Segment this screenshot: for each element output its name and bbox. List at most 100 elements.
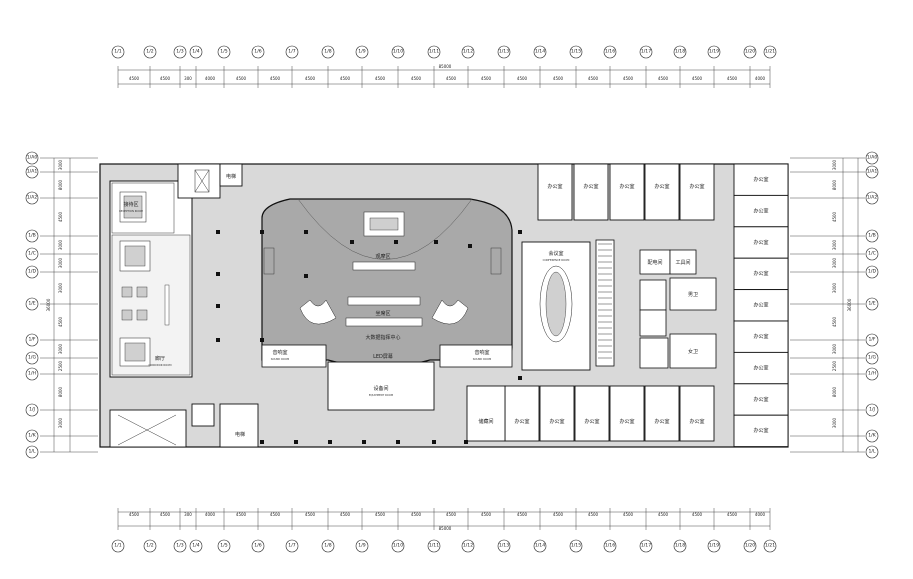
grid-label: 1/4	[192, 543, 199, 549]
grid-bubble: 1/L	[865, 445, 879, 459]
dimension-label: 4500	[658, 76, 669, 81]
grid-bubble: 1/A2	[25, 191, 39, 205]
grid-bubble: 1/5	[217, 539, 231, 553]
grid-bubble: 1/F	[25, 333, 39, 347]
office-room: 办公室	[733, 320, 789, 353]
grid-bubble: 1/D	[865, 265, 879, 279]
office-room: 办公室	[733, 163, 789, 196]
office-label: 办公室	[584, 418, 599, 425]
grid-bubble: 1/14	[533, 45, 547, 59]
grid-bubble: 1/12	[461, 45, 475, 59]
side-dimension-lines: 36000 36000	[46, 158, 859, 452]
grid-label: 1/G	[28, 355, 36, 361]
grid-bubble: 1/H	[25, 367, 39, 381]
dimension-label: 4500	[446, 76, 457, 81]
grid-label: 1/D	[868, 269, 876, 275]
dimension-label: 8000	[58, 179, 63, 190]
command-center: 观摩区 坐席区 大数据指挥中心 LED屏幕	[261, 198, 513, 369]
dimension-label: 4500	[270, 512, 281, 517]
dimension-label: 3000	[58, 417, 63, 428]
grid-label: 1/2	[146, 49, 153, 55]
right-grid-bubbles: 1/A01/A11/A21/B1/C1/D1/E1/F1/G1/H1/J1/K1…	[865, 151, 879, 459]
grid-label: 1/9	[358, 49, 365, 55]
dimension-label: 4500	[305, 512, 316, 517]
grid-label: 1/16	[605, 543, 615, 549]
left-grid-bubbles: 1/A01/A11/A21/B1/C1/D1/E1/F1/G1/H1/J1/K1…	[25, 151, 39, 459]
seating-label: 坐席区	[375, 310, 390, 317]
top-elevator-label: 电梯	[226, 173, 236, 180]
grid-bubble: 1/B	[865, 229, 879, 243]
dimension-label: 3000	[58, 282, 63, 293]
office-label: 办公室	[753, 333, 768, 340]
office-room: 办公室	[609, 163, 645, 221]
dimension-label: 4500	[517, 512, 528, 517]
office-label: 办公室	[753, 239, 768, 246]
office-label: 办公室	[753, 396, 768, 403]
office-label: 办公室	[547, 183, 562, 190]
bottom-elevator-label: 电梯	[235, 431, 245, 438]
grid-bubble: 1/9	[355, 539, 369, 553]
grid-label: 1/F	[868, 337, 875, 343]
grid-label: 1/16	[605, 49, 615, 55]
grid-bubble: 1/A1	[25, 165, 39, 179]
toilet-men-label: 男卫	[688, 292, 698, 298]
grid-bubble: 1/B	[25, 229, 39, 243]
grid-label: 1/D	[28, 269, 36, 275]
office-room: 办公室	[679, 385, 715, 442]
corridor-en-label: CORRIDOR ROOM	[148, 363, 171, 367]
structural-columns	[216, 230, 522, 444]
office-room: 办公室	[644, 385, 680, 442]
dimension-label: 300	[184, 76, 192, 81]
dimension-label: 4500	[692, 76, 703, 81]
grid-bubble: 1/11	[427, 539, 441, 553]
grid-label: 1/20	[745, 543, 755, 549]
conference-label: 会议室	[548, 250, 563, 257]
sound-room-left-label: 音响室	[272, 349, 287, 356]
office-room: 办公室	[733, 289, 789, 322]
dimension-label: 4500	[832, 211, 837, 222]
grid-label: 1/A2	[867, 195, 878, 201]
office-room: 办公室	[574, 385, 610, 442]
service-core: 配电间 工具间 男卫 女卫	[639, 249, 717, 369]
grid-label: 1/13	[499, 49, 509, 55]
grid-bubble: 1/F	[865, 333, 879, 347]
grid-label: 1/18	[675, 543, 685, 549]
grid-label: 1/7	[288, 49, 295, 55]
grid-label: 1/19	[709, 49, 719, 55]
grid-label: 1/A0	[27, 155, 38, 161]
grid-label: 1/10	[393, 543, 403, 549]
reception-label: 接待区	[123, 201, 138, 208]
dimension-label: 4500	[375, 76, 386, 81]
office-label: 办公室	[619, 418, 634, 425]
grid-bubble: 1/20	[743, 45, 757, 59]
grid-label: 1/J	[869, 407, 875, 413]
dimension-label: 3000	[832, 282, 837, 293]
grid-bubble: 1/J	[865, 403, 879, 417]
grid-bubble: 1/10	[391, 539, 405, 553]
grid-label: 1/H	[28, 371, 36, 377]
grid-label: 1/17	[641, 543, 651, 549]
audience-label: 观摩区	[375, 253, 390, 260]
grid-label: 1/20	[745, 49, 755, 55]
grid-bubble: 1/5	[217, 45, 231, 59]
dimension-label: 3000	[58, 257, 63, 268]
office-label: 办公室	[689, 183, 704, 190]
dimension-label: 4500	[160, 512, 171, 517]
office-room: 办公室	[504, 385, 540, 442]
dimension-label: 4500	[305, 76, 316, 81]
grid-bubble: 1/16	[603, 539, 617, 553]
office-room: 办公室	[733, 414, 789, 448]
office-room: 办公室	[733, 351, 789, 385]
reception-en-label: RECEPTION ROOM	[119, 209, 143, 213]
overall-dimension-top: 85000	[439, 64, 452, 69]
grid-label: 1/7	[288, 543, 295, 549]
grid-bubble: 1/J	[25, 403, 39, 417]
grid-bubble: 1/4	[189, 45, 203, 59]
grid-bubble: 1/6	[251, 539, 265, 553]
dimension-label: 4000	[755, 512, 766, 517]
grid-bubble: 1/G	[865, 351, 879, 365]
dimension-label: 4500	[588, 512, 599, 517]
dimension-label: 8000	[832, 179, 837, 190]
grid-bubble: 1/17	[639, 45, 653, 59]
grid-label: 1/E	[868, 301, 875, 307]
